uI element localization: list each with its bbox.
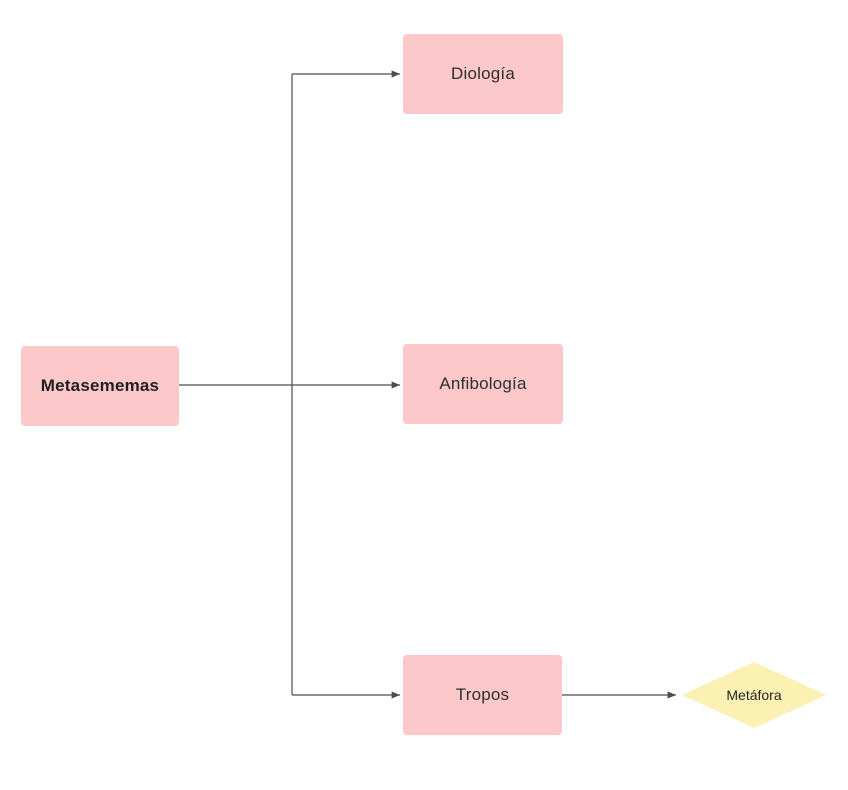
node-anfibologia-label: Anfibología bbox=[439, 374, 527, 393]
node-anfibologia[interactable]: Anfibología bbox=[403, 344, 563, 424]
node-tropos[interactable]: Tropos bbox=[403, 655, 562, 735]
node-metasememas-label: Metasememas bbox=[40, 376, 160, 395]
node-metafora-label: Metáfora bbox=[726, 687, 782, 703]
node-diologia-label: Diología bbox=[451, 64, 515, 83]
node-metasememas[interactable]: Metasememas bbox=[21, 346, 179, 426]
node-diologia[interactable]: Diología bbox=[403, 34, 563, 114]
node-tropos-label: Tropos bbox=[455, 685, 510, 704]
